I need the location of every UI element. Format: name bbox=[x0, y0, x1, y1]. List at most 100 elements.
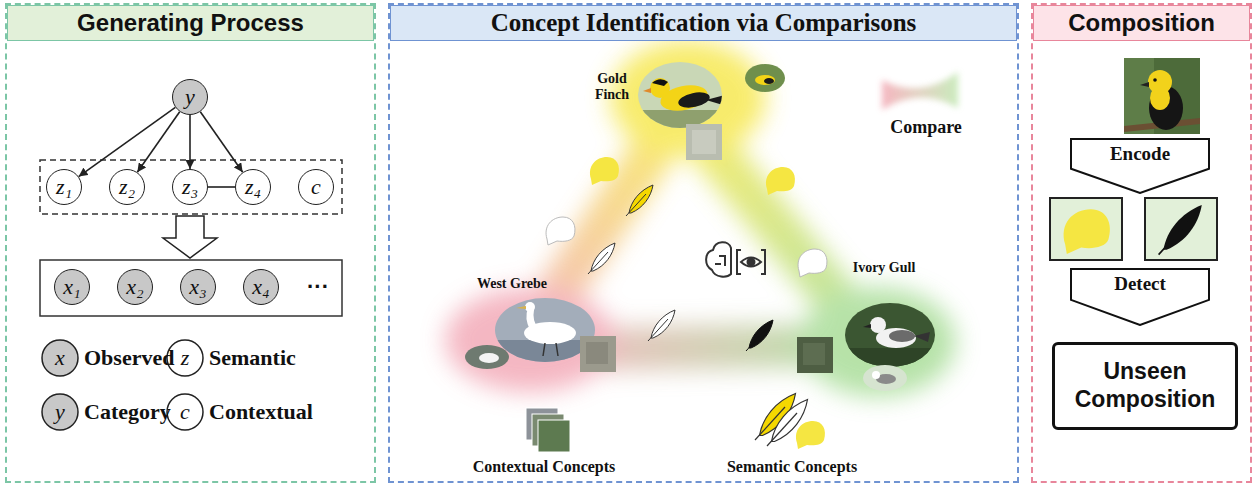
panel-title-bar: Concept Identification via Comparisons bbox=[390, 5, 1017, 41]
goldfinch-thumbnail bbox=[755, 75, 775, 85]
node-text: z₃ bbox=[182, 176, 198, 198]
context-patch bbox=[580, 336, 616, 372]
semantic-concept-icon bbox=[746, 329, 766, 351]
generation-arrow bbox=[163, 216, 217, 258]
grebe-photo bbox=[556, 343, 558, 356]
query-bird-photo bbox=[1124, 58, 1200, 134]
gull-photo bbox=[844, 302, 936, 368]
label-text: c bbox=[180, 399, 190, 424]
node-text: y bbox=[185, 86, 195, 108]
causal-arrow bbox=[79, 107, 176, 176]
goldfinch-photo bbox=[643, 88, 651, 93]
gull-thumbnail bbox=[872, 371, 880, 379]
query-bird-photo bbox=[1124, 58, 1154, 134]
semantic-concepts-icon bbox=[767, 413, 797, 446]
semantic-concept-icon bbox=[648, 310, 675, 341]
causal-arrow bbox=[137, 112, 179, 173]
semantic-concept-icon bbox=[546, 157, 827, 351]
gull-photo bbox=[870, 317, 886, 333]
context-patch bbox=[692, 130, 716, 154]
gull-photo bbox=[914, 332, 930, 342]
observed-variable: x₃ bbox=[180, 269, 216, 305]
label-text: Compare bbox=[890, 117, 962, 137]
semantic-concept-icon bbox=[588, 243, 615, 274]
node-text: x₃ bbox=[189, 276, 206, 298]
legend-entry: Category bbox=[84, 399, 171, 424]
plate-box bbox=[40, 160, 342, 214]
legend-label: Category bbox=[84, 399, 171, 424]
encoded-concept-box bbox=[1159, 205, 1202, 255]
group-caption: Semantic Concepts bbox=[727, 458, 857, 476]
node-text: Generating Process bbox=[77, 10, 304, 36]
legend-symbol-circle bbox=[42, 340, 203, 430]
legend-symbol: z bbox=[181, 345, 190, 370]
gull-photo bbox=[863, 324, 871, 328]
compare-icon bbox=[882, 72, 958, 110]
semantic-concept-icon bbox=[588, 252, 608, 274]
comparison-bands bbox=[445, 40, 956, 397]
grebe-photo bbox=[543, 343, 545, 356]
plate-box bbox=[40, 160, 342, 214]
observed-variable: x₁ bbox=[54, 269, 90, 305]
grebe-thumbnail bbox=[464, 344, 510, 370]
context-patch bbox=[803, 343, 825, 365]
semantic-concept-icon bbox=[590, 157, 619, 185]
node-text: x₂ bbox=[126, 276, 143, 298]
legend-symbol-circle bbox=[42, 340, 78, 376]
label-text: ··· bbox=[307, 274, 329, 299]
node-text: c bbox=[311, 176, 321, 198]
encoded-concept-box bbox=[1145, 198, 1217, 260]
semantic-variable: z₁ bbox=[46, 169, 82, 205]
legend-symbol: x bbox=[55, 345, 65, 370]
panel: Concept Identification via Comparisons bbox=[388, 3, 1019, 483]
node-text: Encode bbox=[1070, 138, 1210, 169]
panel-title-bar: Composition bbox=[1033, 5, 1250, 41]
legend-symbol: y bbox=[55, 399, 65, 424]
query-bird-photo bbox=[1148, 70, 1172, 94]
legend-entry: Semantic bbox=[209, 345, 296, 370]
observer-icon bbox=[706, 242, 731, 276]
goldfinch-thumbnail bbox=[744, 63, 786, 93]
observation-box bbox=[40, 260, 342, 316]
semantic-concept-icon bbox=[626, 194, 646, 216]
bird-name: West Grebe bbox=[477, 276, 547, 292]
bird-name: Ivory Gull bbox=[853, 260, 916, 276]
query-bird-photo bbox=[1124, 58, 1200, 134]
label-text: Ivory Gull bbox=[853, 260, 916, 275]
semantic-concept-icon bbox=[746, 320, 773, 351]
grebe-thumbnail bbox=[464, 344, 510, 370]
legend-entry: Observed bbox=[84, 345, 174, 370]
goldfinch-photo bbox=[652, 79, 668, 86]
operation-label: Compare bbox=[890, 117, 962, 138]
node-text: x₄ bbox=[252, 276, 269, 298]
context-patch bbox=[797, 337, 833, 373]
goldfinch-thumbnail bbox=[764, 78, 774, 84]
label-text: z bbox=[181, 345, 190, 370]
query-bird-photo bbox=[1140, 82, 1149, 87]
semantic-variable: z₂ bbox=[109, 169, 145, 205]
comparison-bands bbox=[445, 288, 615, 392]
detect-arrow: Detect bbox=[1070, 268, 1210, 326]
arrow-outline bbox=[1071, 139, 1209, 193]
legend-label: Contextual bbox=[209, 399, 313, 424]
semantic-concepts-icon bbox=[755, 394, 825, 450]
legend-entry: Contextual bbox=[209, 399, 313, 424]
legend-symbol: c bbox=[180, 399, 190, 424]
node-text: Detect bbox=[1070, 268, 1210, 300]
observed-variable: x₂ bbox=[117, 269, 153, 305]
group-caption: Contextual Concepts bbox=[473, 458, 616, 476]
bird-name: Gold Finch bbox=[589, 71, 635, 103]
gull-thumbnail bbox=[862, 364, 908, 392]
observer-icon bbox=[748, 259, 755, 266]
semantic-concept-icon bbox=[626, 185, 653, 216]
legend-symbol-circle bbox=[42, 394, 78, 430]
gull-photo bbox=[844, 302, 936, 368]
encoded-concept-box bbox=[1064, 209, 1110, 254]
goldfinch-photo bbox=[650, 78, 670, 98]
semantic-variable: z₃ bbox=[172, 169, 208, 205]
causal-arrow bbox=[189, 115, 191, 169]
query-bird-photo bbox=[1149, 86, 1183, 130]
generation-arrow bbox=[163, 216, 217, 258]
